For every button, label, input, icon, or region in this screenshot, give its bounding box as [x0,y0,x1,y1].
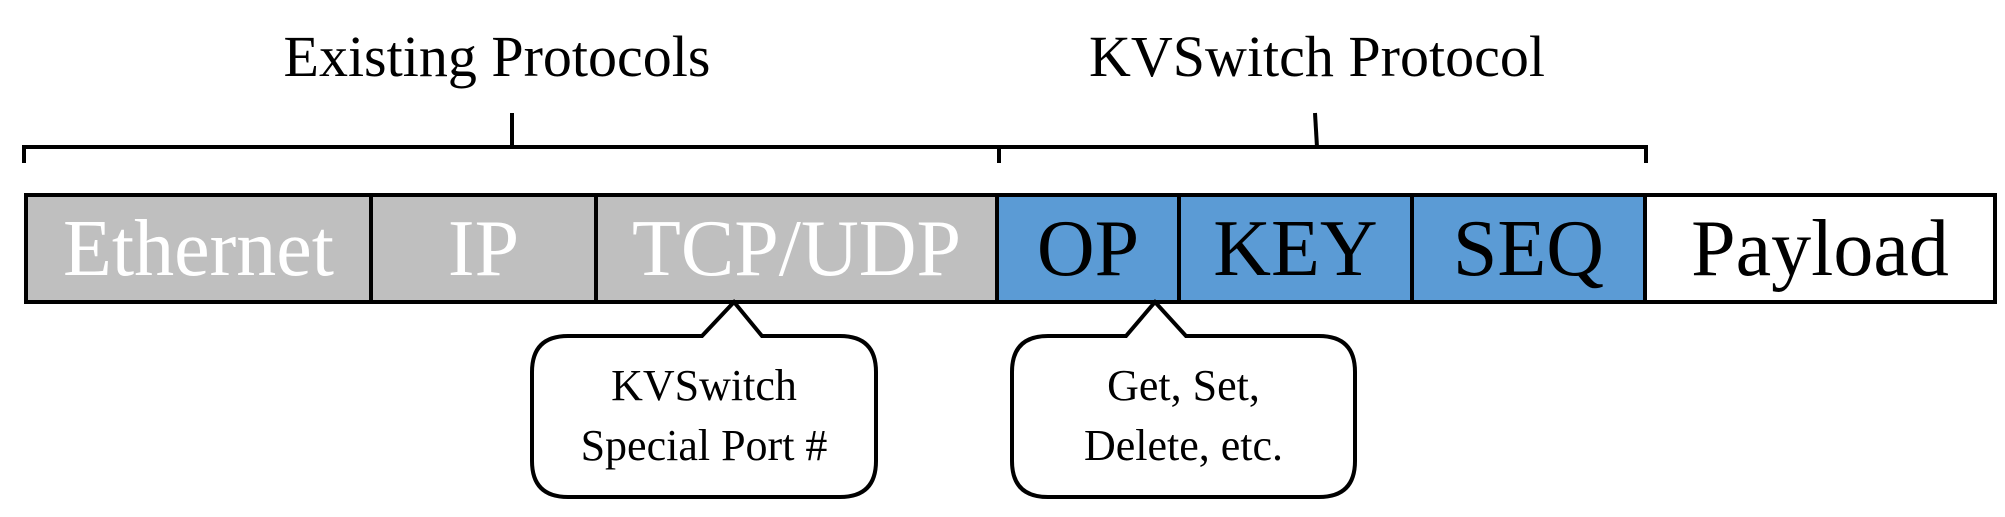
port-callout-text: KVSwitch Special Port # [532,356,876,476]
field-payload: Payload [1643,193,1997,304]
kvswitch-protocol-label: KVSwitch Protocol [1089,24,1545,89]
packet-header-bar: Ethernet IP TCP/UDP OP KEY SEQ Payload [24,193,1997,304]
existing-protocols-label: Existing Protocols [283,24,711,89]
field-op: OP [995,193,1181,304]
field-key: KEY [1177,193,1414,304]
port-callout-line2: Special Port # [580,421,828,470]
op-callout-line2: Delete, etc. [1083,421,1284,470]
field-seq: SEQ [1410,193,1647,304]
field-tcp-udp: TCP/UDP [594,193,999,304]
port-callout-line1: KVSwitch [611,361,797,410]
field-ip: IP [369,193,598,304]
op-callout-text: Get, Set, Delete, etc. [1012,356,1355,476]
op-callout-line1: Get, Set, [1107,361,1260,410]
